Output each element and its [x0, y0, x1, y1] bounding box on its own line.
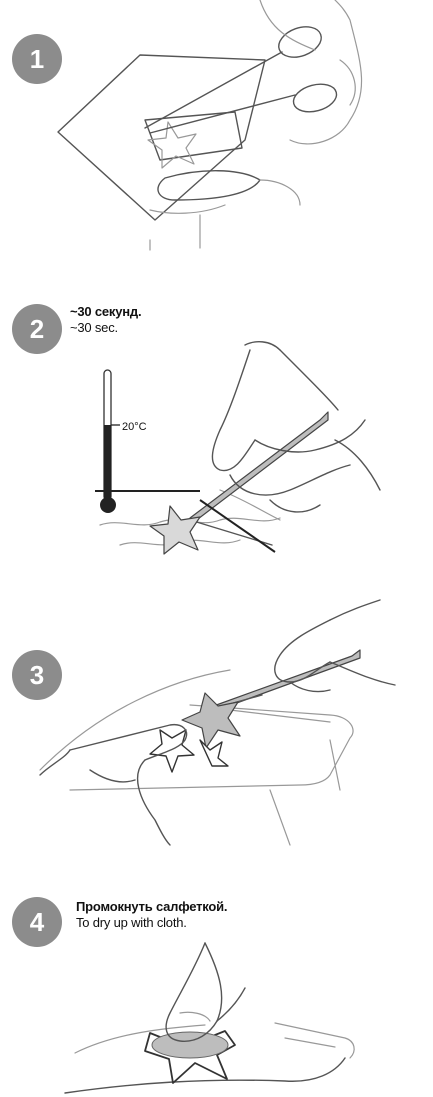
- step-4: 4 Промокнуть салфеткой. To dry up with c…: [0, 895, 433, 1097]
- step-1: 1: [0, 0, 433, 260]
- step-3: 3: [0, 590, 433, 850]
- star-decal-icon: [150, 506, 200, 554]
- step-2-badge: 2: [12, 304, 62, 354]
- scissors-icon: [145, 21, 340, 133]
- hand-icon: [260, 0, 362, 144]
- paper-sheet-icon: [58, 55, 265, 220]
- cut-decal-illustration: [50, 0, 380, 250]
- finger-icon: [166, 943, 245, 1041]
- step-2: 2 ~30 секунд. ~30 sec. 20°C: [0, 300, 433, 580]
- cloth-icon: [152, 1032, 228, 1058]
- thermometer-label: 20°C: [122, 421, 147, 433]
- star-decal-icon: [148, 122, 196, 168]
- step-4-caption-ru: Промокнуть салфеткой.: [76, 899, 227, 915]
- step-4-caption: Промокнуть салфеткой. To dry up with clo…: [76, 899, 227, 931]
- step-2-caption-ru: ~30 секунд.: [70, 304, 141, 320]
- step-2-caption: ~30 секунд. ~30 sec.: [70, 304, 141, 336]
- step-4-caption-en: To dry up with cloth.: [76, 915, 227, 931]
- dry-decal-illustration: [55, 933, 375, 1097]
- step-2-caption-en: ~30 sec.: [70, 320, 141, 336]
- apply-decal-illustration: [30, 590, 410, 840]
- soak-decal-illustration: 20°C: [80, 340, 410, 570]
